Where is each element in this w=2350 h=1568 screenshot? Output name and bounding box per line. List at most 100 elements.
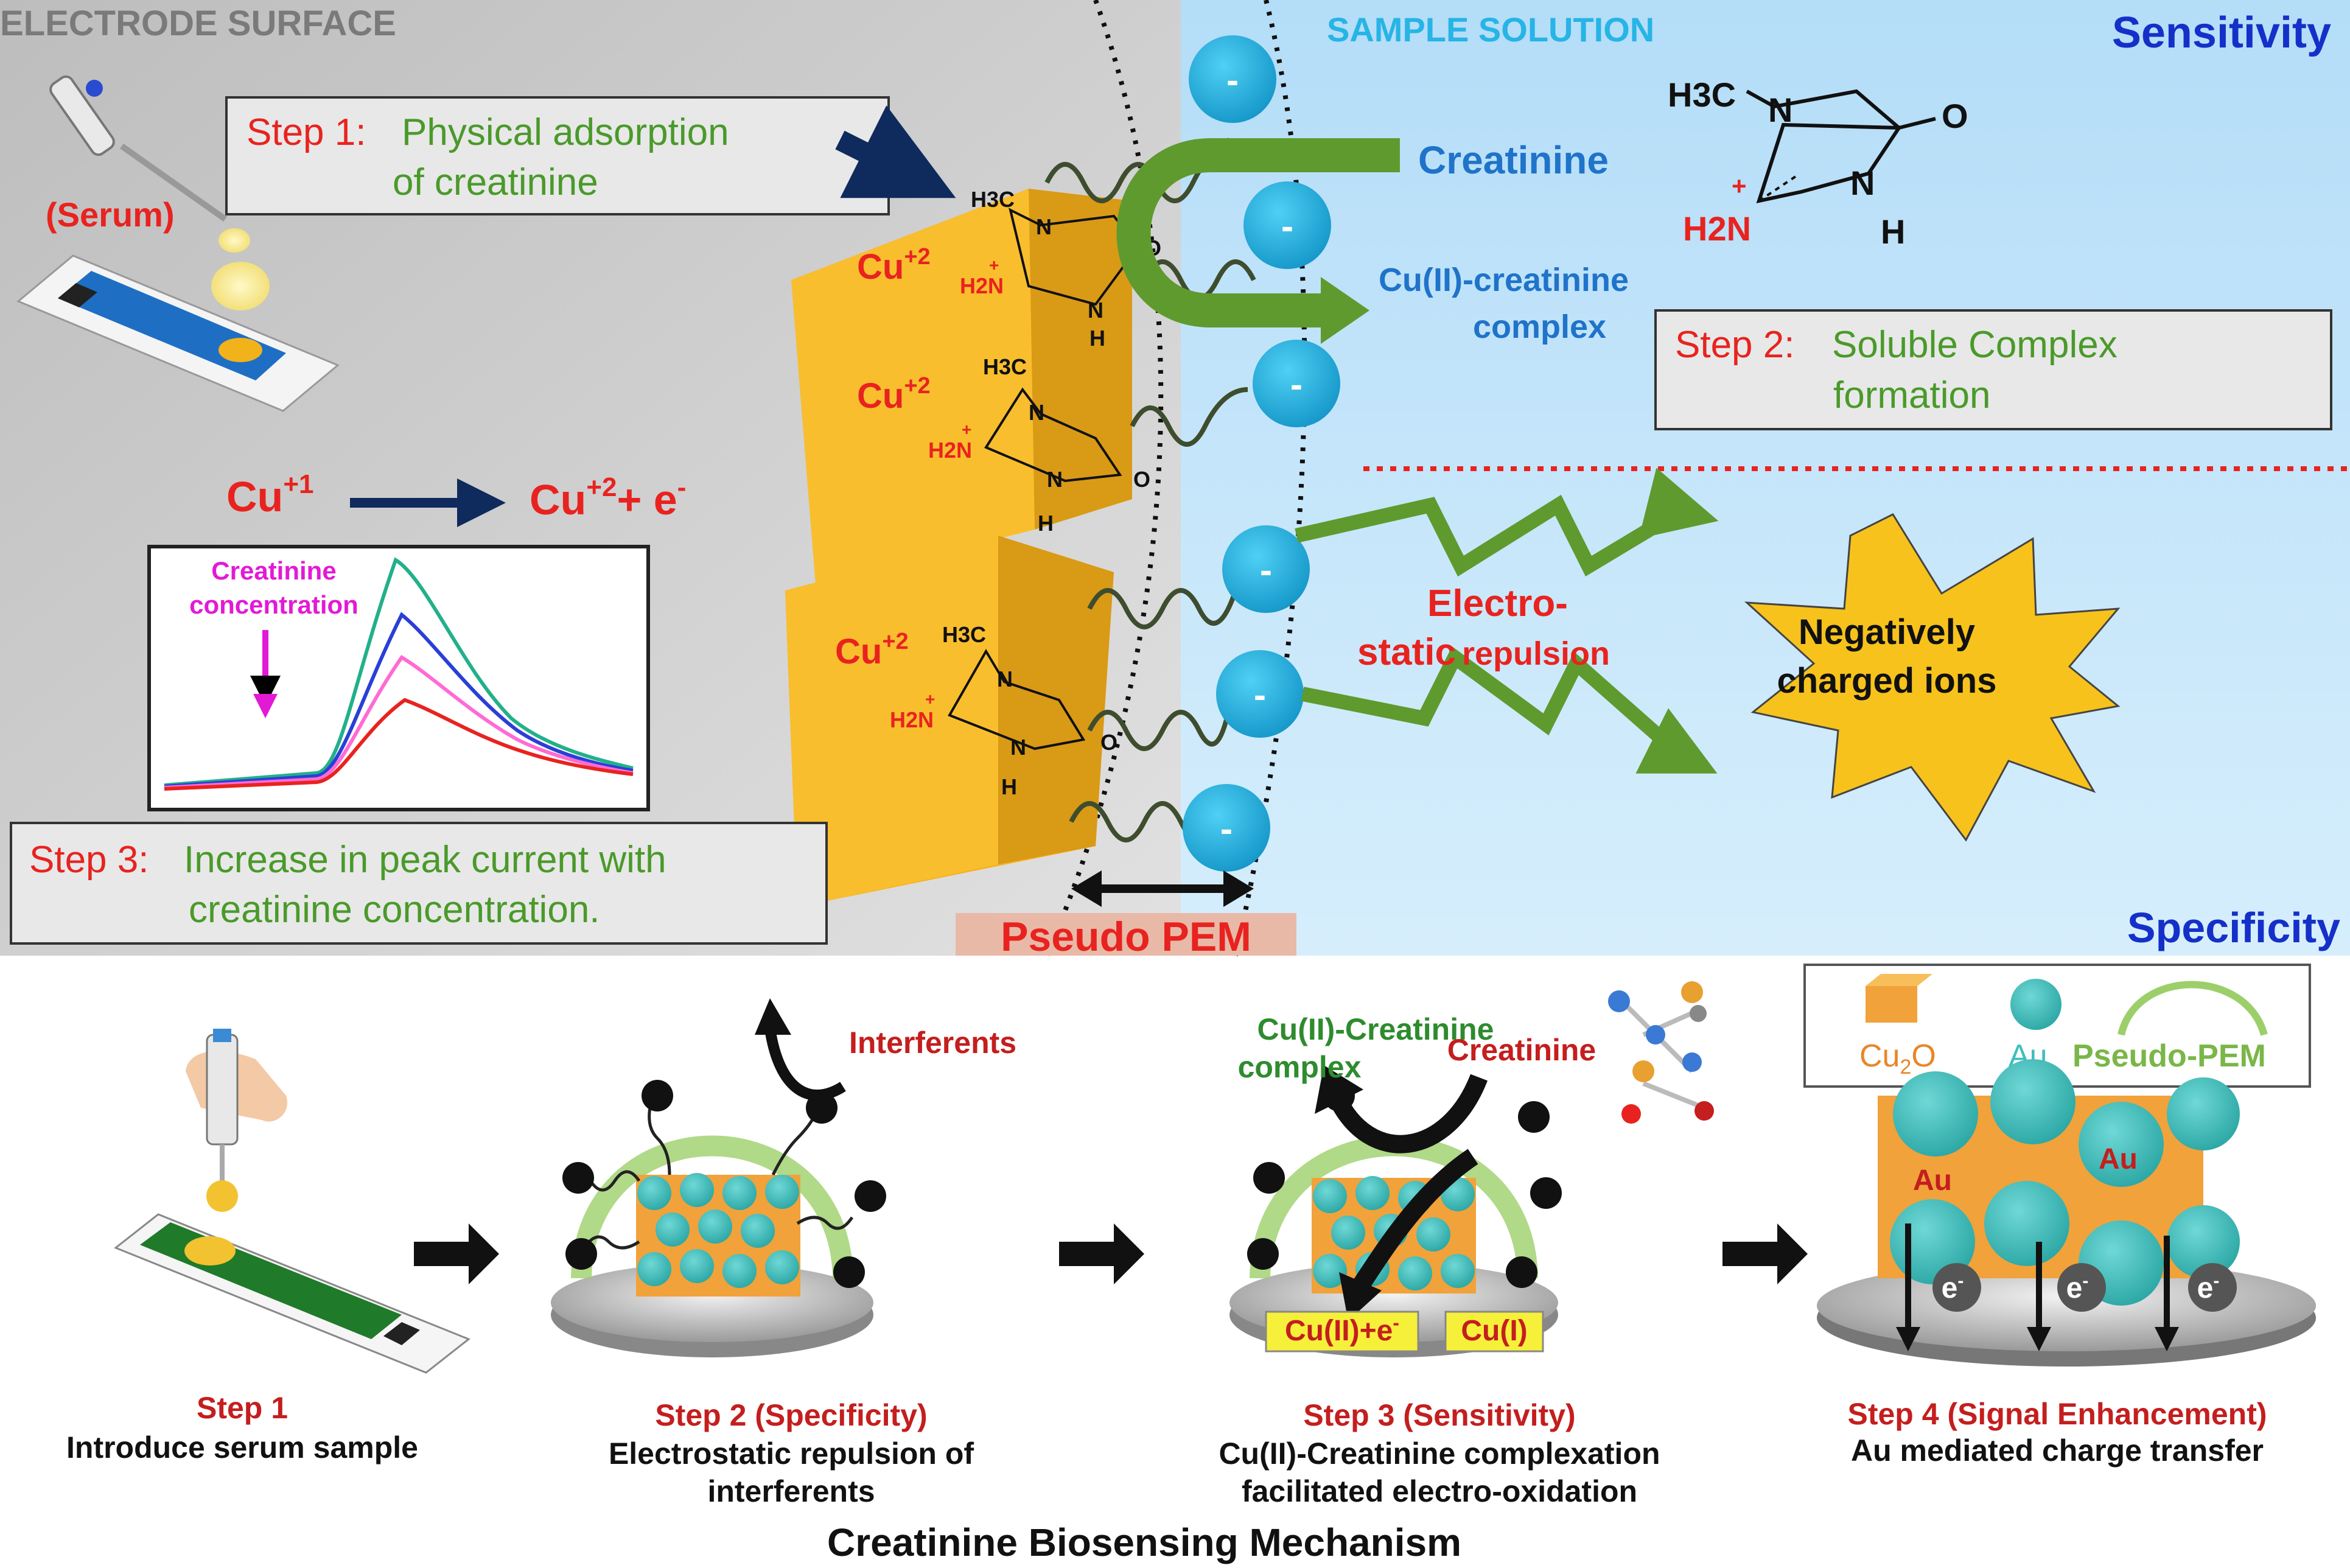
svg-text:-: - xyxy=(1260,550,1272,590)
step3-line2: creatinine concentration. xyxy=(189,889,600,931)
molecule-model-icon xyxy=(1608,981,1714,1124)
svg-text:+: + xyxy=(1732,172,1747,200)
svg-text:H: H xyxy=(1038,511,1054,536)
cube-lower-label: Cu+2 xyxy=(835,629,909,671)
cu-plus2-label: Cu+2+ e- xyxy=(530,472,686,523)
svg-text:-: - xyxy=(1226,60,1239,100)
step4-electrode-illustration: Au Au e- e- e- xyxy=(1817,1059,2316,1367)
svg-text:facilitated electro-oxidation: facilitated electro-oxidation xyxy=(1242,1474,1637,1508)
svg-text:Step 3 (Sensitivity): Step 3 (Sensitivity) xyxy=(1303,1398,1575,1432)
legend-cu2o-label: Cu2O xyxy=(1859,1038,1936,1079)
ion-spheres: - - - - - - xyxy=(1183,35,1340,872)
svg-text:+: + xyxy=(962,420,971,439)
pseudo-pem-label: Pseudo PEM xyxy=(1001,914,1251,960)
ion-sphere-3: - xyxy=(1253,340,1340,427)
step2-line1: Soluble Complex xyxy=(1832,324,2117,366)
svg-text:-: - xyxy=(1290,364,1303,405)
ion-sphere-2: - xyxy=(1243,181,1331,269)
sensitivity-label: Sensitivity xyxy=(2112,9,2331,57)
svg-text:H: H xyxy=(1881,212,1905,251)
step1-arrow xyxy=(835,105,956,198)
repulsion-arrow-lower xyxy=(1301,646,1718,774)
cv-arrow-head xyxy=(253,694,278,718)
bottom-arrow-3 xyxy=(1722,1223,1808,1284)
step2-electrode-illustration xyxy=(551,1080,886,1357)
bottom-step-1: Step 1 Introduce serum sample xyxy=(66,1391,418,1465)
svg-text:H: H xyxy=(1001,774,1017,799)
cv-curve-red xyxy=(164,698,634,791)
negatively-line1: Negatively xyxy=(1799,612,1975,652)
specificity-label: Specificity xyxy=(2127,904,2340,951)
bottom-complex-line2: complex xyxy=(1238,1050,1362,1084)
ion-sphere-4: - xyxy=(1222,525,1310,613)
svg-text:-: - xyxy=(1281,206,1293,247)
svg-text:Step 2 (Specificity): Step 2 (Specificity) xyxy=(655,1398,927,1432)
creatinine-structure: H3C N O N H H2N + xyxy=(1668,75,1968,251)
step-captions: Step 1 Introduce serum sample Step 2 (Sp… xyxy=(66,1391,2267,1508)
svg-text:Electrostatic repulsion of: Electrostatic repulsion of xyxy=(609,1437,974,1471)
svg-text:N: N xyxy=(1088,298,1103,323)
svg-text:H2N: H2N xyxy=(960,273,1004,298)
cv-plot-inset: Creatinine concentration xyxy=(147,545,650,811)
step1-line1: Physical adsorption xyxy=(402,111,729,153)
au-label-right: Au xyxy=(2099,1143,2138,1175)
legend-pem-label: Pseudo-PEM xyxy=(2072,1038,2266,1074)
svg-text:N: N xyxy=(1029,400,1044,425)
svg-text:H: H xyxy=(1089,326,1105,351)
svg-text:N: N xyxy=(1010,735,1026,760)
creatinine-label: Creatinine xyxy=(1418,138,1609,182)
svg-text:H3C: H3C xyxy=(942,622,986,647)
cv-curve-blue xyxy=(164,612,634,788)
svg-text:H3C: H3C xyxy=(971,187,1015,212)
svg-text:Step 1: Step 1 xyxy=(197,1391,288,1425)
step1-line2: of creatinine xyxy=(393,161,598,203)
svg-text:Introduce serum sample: Introduce serum sample xyxy=(66,1430,418,1465)
svg-text:N: N xyxy=(1036,214,1052,239)
legend-cu2o-swatch xyxy=(1866,986,1917,1023)
svg-text:H2N: H2N xyxy=(928,438,972,463)
svg-text:+: + xyxy=(925,690,935,709)
step3-box: Step 3: Increase in peak current with cr… xyxy=(10,822,828,945)
cu-ii-e-label: Cu(II)+e- xyxy=(1285,1312,1399,1347)
svg-text:Cu(II)-Creatinine complexation: Cu(II)-Creatinine complexation xyxy=(1219,1437,1660,1471)
cu-ii-e-box xyxy=(1265,1311,1419,1353)
svg-text:interferents: interferents xyxy=(707,1474,875,1508)
cv-curve-green xyxy=(164,557,634,787)
svg-text:O: O xyxy=(1100,730,1117,755)
test-strip-icon xyxy=(16,254,340,412)
bottom-test-strip-icon xyxy=(114,1213,470,1374)
cube-upper-label: Cu+2 xyxy=(857,244,931,287)
step2-line2: formation xyxy=(1833,374,1990,416)
au-label-left: Au xyxy=(1913,1164,1952,1197)
bottom-step-4: Step 4 (Signal Enhancement) Au mediated … xyxy=(1847,1397,2267,1468)
dotted-boundary-left xyxy=(1044,0,1164,957)
sample-solution-label: SAMPLE SOLUTION xyxy=(1327,10,1654,49)
complex-label-line2: complex xyxy=(1473,309,1606,345)
cv-curve-pink xyxy=(164,654,634,789)
cv-label-line2: concentration xyxy=(189,590,358,619)
cu-i-label: Cu(I) xyxy=(1461,1315,1527,1347)
interferents-arrow xyxy=(764,1027,846,1101)
step3-label: Step 3: xyxy=(29,839,149,881)
bottom-arrow-2 xyxy=(1059,1223,1144,1284)
cube-middle-label: Cu+2 xyxy=(857,373,931,416)
hand-pipette-icon xyxy=(186,1029,287,1212)
bottom-complex-line1: Cu(II)-Creatinine xyxy=(1257,1012,1494,1046)
svg-text:H2N: H2N xyxy=(1683,209,1751,248)
ion-sphere-5: - xyxy=(1216,650,1304,738)
starburst-shape xyxy=(1744,513,2121,842)
step2-box: Step 2: Soluble Complex formation xyxy=(1654,309,2332,430)
cv-label-line1: Creatinine xyxy=(211,556,336,585)
svg-text:Au mediated charge transfer: Au mediated charge transfer xyxy=(1851,1433,2264,1468)
svg-text:H3C: H3C xyxy=(1668,75,1736,114)
bottom-step-3: Step 3 (Sensitivity) Cu(II)-Creatinine c… xyxy=(1219,1398,1660,1508)
svg-text:e-: e- xyxy=(1942,1271,1964,1304)
legend-au-swatch xyxy=(2010,979,2061,1030)
dotted-boundary-right xyxy=(1233,0,1307,956)
svg-text:H2N: H2N xyxy=(890,707,934,732)
serum-drop-icon xyxy=(219,228,250,253)
complex-label-line1: Cu(II)-creatinine xyxy=(1379,262,1629,298)
repulsion-arrow-upper xyxy=(1295,467,1719,577)
cv-plot-frame xyxy=(147,545,650,811)
